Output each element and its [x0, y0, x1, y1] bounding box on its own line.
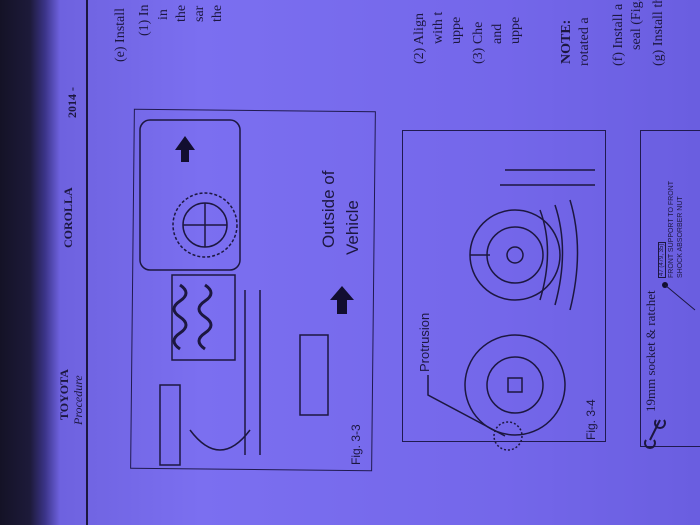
torque-spec-box	[640, 130, 700, 447]
torque-description: FRONT SUPPORT TO FRONT	[668, 181, 675, 278]
arrow-up-icon	[330, 286, 354, 314]
torque-description: SHOCK ABSORBER NUT	[677, 196, 684, 278]
arrow-up-icon	[175, 136, 195, 162]
tool-label: 19mm socket & ratchet	[643, 290, 658, 412]
zoom-callout	[139, 119, 241, 271]
bearing-ring	[172, 192, 238, 258]
torque-spec: 47 (479, 35)	[658, 241, 666, 278]
figure-3-4	[402, 130, 606, 442]
header-rule	[86, 0, 88, 525]
